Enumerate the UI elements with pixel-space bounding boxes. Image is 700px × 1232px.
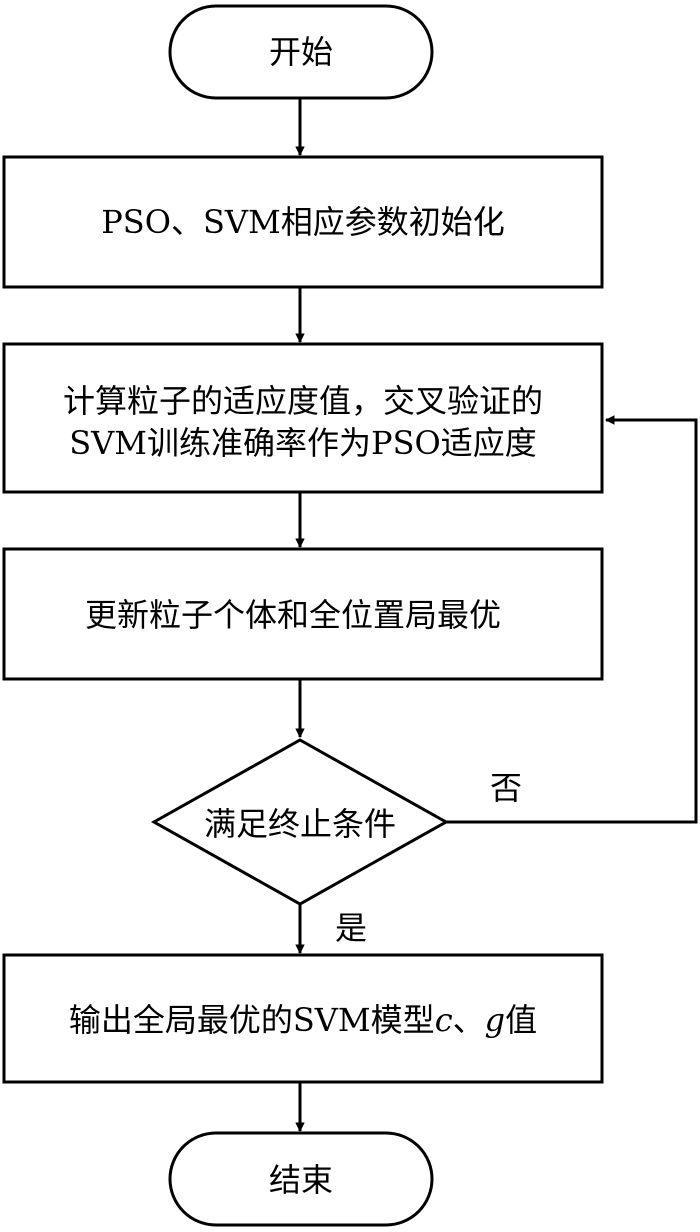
fitness-label-line2: SVM训练准确率作为PSO适应度 xyxy=(69,424,537,462)
fitness-node: 计算粒子的适应度值，交叉验证的 SVM训练准确率作为PSO适应度 xyxy=(2,342,604,494)
end-node: 结束 xyxy=(168,1131,434,1227)
output-label-sep: 、 xyxy=(453,1001,485,1039)
output-label-g: g xyxy=(485,1001,505,1039)
end-label: 结束 xyxy=(269,1161,333,1199)
branch-no-label: 否 xyxy=(490,769,522,807)
output-node: 输出全局最优的SVM模型c、g值 xyxy=(2,953,604,1084)
init-label: PSO、SVM相应参数初始化 xyxy=(101,203,505,241)
decision-node: 满足终止条件 xyxy=(150,738,450,906)
start-label: 开始 xyxy=(269,33,333,71)
init-node: PSO、SVM相应参数初始化 xyxy=(2,155,604,289)
fitness-label-line1: 计算粒子的适应度值，交叉验证的 xyxy=(63,382,543,420)
output-label: 输出全局最优的SVM模型c、g值 xyxy=(69,1001,537,1039)
branch-yes-label: 是 xyxy=(335,909,367,947)
output-label-prefix: 输出全局最优的SVM模型 xyxy=(69,1001,435,1039)
update-label: 更新粒子个体和全位置局最优 xyxy=(85,596,501,634)
arrow-decision-no-loop xyxy=(446,415,698,824)
decision-label: 满足终止条件 xyxy=(204,805,396,843)
output-label-c: c xyxy=(435,1001,453,1039)
update-node: 更新粒子个体和全位置局最优 xyxy=(2,547,604,681)
output-label-suffix: 值 xyxy=(505,1001,537,1039)
start-node: 开始 xyxy=(168,4,434,100)
